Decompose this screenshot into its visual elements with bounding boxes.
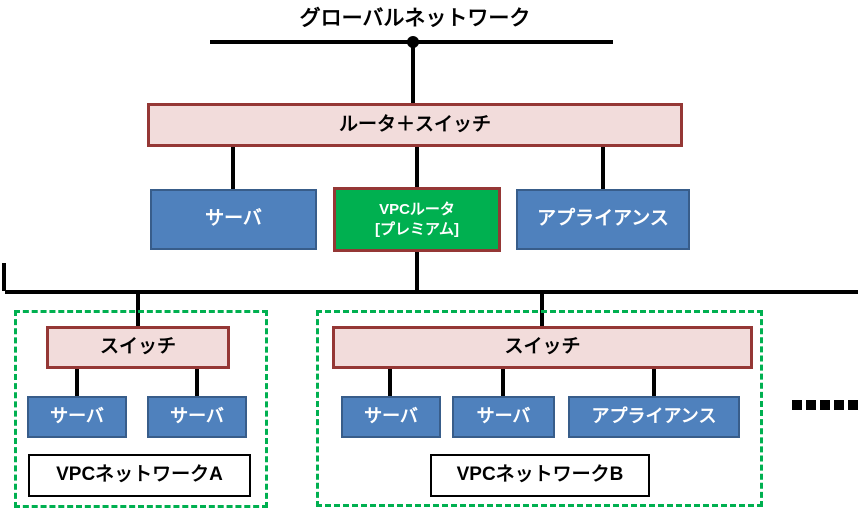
connector-switch-a-to-server-2 — [195, 369, 199, 397]
server-label: サーバ — [205, 208, 262, 230]
vpc-router-node: VPCルータ [プレミアム] — [333, 187, 501, 252]
router-switch-label: ルータ＋スイッチ — [338, 113, 491, 135]
server-a1-label: サーバ — [50, 406, 104, 427]
connector-switch-b-to-appliance — [652, 369, 656, 397]
server-b1-label: サーバ — [364, 406, 418, 427]
dot-square — [820, 400, 830, 410]
server-node-top: サーバ — [150, 189, 317, 250]
server-a2-label: サーバ — [170, 406, 224, 427]
switch-node-b: スイッチ — [332, 326, 753, 369]
server-node-a1: サーバ — [27, 396, 127, 438]
connector-router-to-appliance — [601, 147, 605, 189]
vpc-network-b-label: VPCネットワークB — [456, 464, 624, 486]
dot-square — [834, 400, 844, 410]
connector-router-to-vpc-router — [415, 147, 419, 189]
dot-square — [848, 400, 858, 410]
server-b2-label: サーバ — [476, 406, 531, 427]
switch-a-label: スイッチ — [99, 336, 176, 358]
connector-switch-a-to-server-1 — [75, 369, 79, 397]
appliance-node-top: アプライアンス — [516, 189, 690, 250]
appliance-label: アプライアンス — [537, 208, 669, 230]
connector-bus-to-switch-a — [136, 292, 140, 326]
server-node-a2: サーバ — [147, 396, 247, 438]
vpc-router-label-line2: [プレミアム] — [375, 220, 459, 238]
switch-node-a: スイッチ — [46, 326, 230, 369]
connector-switch-b-to-server-2 — [501, 369, 505, 397]
switch-b-label: スイッチ — [504, 336, 581, 358]
private-bus-left-stub — [2, 263, 6, 291]
dot-square — [792, 400, 802, 410]
server-node-b2: サーバ — [452, 396, 555, 438]
vpc-network-a-group — [14, 310, 268, 508]
router-switch-node: ルータ＋スイッチ — [147, 103, 683, 147]
vpc-network-b-group — [316, 310, 763, 507]
dot-square — [806, 400, 816, 410]
vpc-network-b-label-box: VPCネットワークB — [430, 454, 650, 497]
connector-router-to-server — [231, 147, 235, 189]
appliance-b-label: アプライアンス — [591, 406, 717, 427]
server-node-b1: サーバ — [341, 396, 441, 438]
connector-bus-to-switch-b — [540, 292, 544, 326]
vpc-network-a-label-box: VPCネットワークA — [28, 454, 251, 497]
connector-vpc-router-to-private-bus — [415, 252, 419, 292]
continuation-dots — [792, 400, 858, 410]
vpc-router-label-line1: VPCルータ — [379, 201, 455, 218]
private-bus-line — [5, 290, 858, 294]
vpc-network-a-label: VPCネットワークA — [56, 464, 223, 486]
connector-bus-to-router — [411, 42, 415, 104]
connector-switch-b-to-server-1 — [388, 369, 392, 397]
global-network-title: グローバルネットワーク — [299, 7, 531, 30]
appliance-node-b: アプライアンス — [568, 396, 740, 438]
